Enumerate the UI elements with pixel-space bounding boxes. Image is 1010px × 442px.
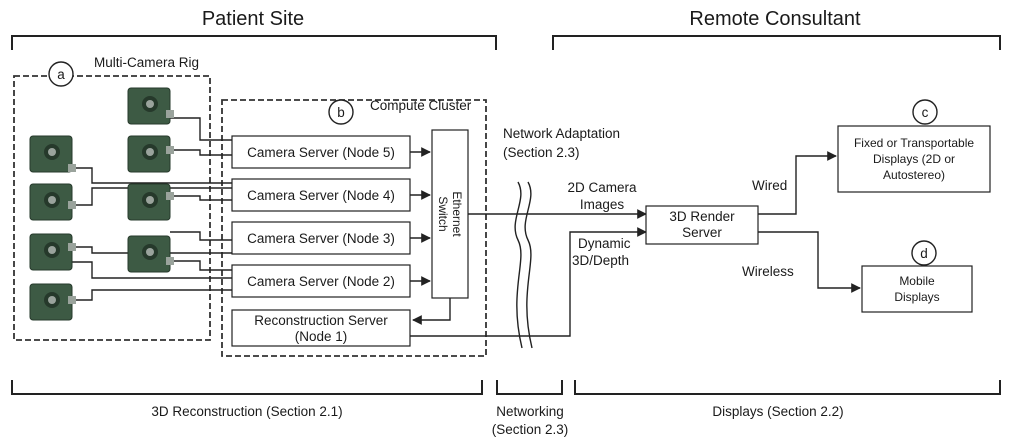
cluster-label: Compute Cluster (370, 98, 472, 113)
patient-site-header: Patient Site (202, 8, 304, 30)
camera-images-label-2: Images (580, 197, 625, 212)
fixed-displays-badge: c (922, 105, 929, 120)
reconstruction-server-label-2: (Node 1) (295, 329, 348, 344)
rig-label: Multi-Camera Rig (94, 55, 199, 70)
camera-server-node4 (231, 178, 411, 212)
camera-icon (29, 183, 76, 221)
camera-server-node2 (231, 264, 411, 298)
fixed-displays-label-3: Autostereo) (883, 168, 945, 182)
wireless-link (758, 231, 861, 293)
mobile-displays-badge: d (920, 246, 928, 261)
mobile-displays-label-1: Mobile (899, 274, 935, 288)
camera-server-node3 (231, 221, 411, 255)
fixed-displays (837, 125, 991, 193)
network-break-line (514, 181, 523, 349)
camera-icon (29, 135, 76, 173)
camera-icon (29, 283, 76, 321)
svg-text:Switch: Switch (436, 196, 450, 231)
camera-server-node4-label: Camera Server (Node 4) (247, 188, 395, 203)
multi-camera-rig-region (13, 75, 211, 341)
rig-badge-circle (48, 61, 74, 87)
network-break-line (524, 181, 533, 349)
camera-icon (29, 233, 76, 271)
reconstruction-server-label-1: Reconstruction Server (254, 313, 388, 328)
svg-text:Ethernet: Ethernet (450, 191, 464, 237)
camera-icon (127, 183, 174, 221)
wired-link (758, 151, 837, 215)
fixed-displays-badge-circle (912, 99, 938, 125)
wired-label: Wired (752, 178, 787, 193)
server-switch-arrows (410, 147, 451, 325)
cluster-badge: b (337, 105, 345, 120)
networking-bracket (496, 380, 563, 395)
ethernet-switch (431, 129, 469, 299)
render-server (645, 205, 759, 245)
render-server-label-2: Server (682, 225, 722, 240)
network-adaptation-section: (Section 2.3) (503, 145, 580, 160)
camera-server-node3-label: Camera Server (Node 3) (247, 231, 395, 246)
reconstruction-server (231, 309, 411, 347)
compute-cluster-region (221, 99, 487, 357)
networking-section-label-2: (Section 2.3) (492, 422, 569, 437)
camera-server-node5-label: Camera Server (Node 5) (247, 145, 395, 160)
mobile-displays-label-2: Displays (894, 290, 939, 304)
depth-label-2: 3D/Depth (572, 253, 629, 268)
camera-icon (127, 135, 174, 173)
networking-section-label-1: Networking (496, 404, 564, 419)
camera-images-label-1: 2D Camera (567, 180, 637, 195)
displays-section-label: Displays (Section 2.2) (712, 404, 843, 419)
fixed-displays-label-2: Displays (2D or (873, 152, 955, 166)
cameras (29, 87, 174, 321)
reconstruction-bracket (11, 380, 483, 395)
displays-bracket (574, 380, 1001, 395)
remote-consultant-bracket (552, 35, 1001, 50)
camera-server-node2-label: Camera Server (Node 2) (247, 274, 395, 289)
reconstruction-section-label: 3D Reconstruction (Section 2.1) (151, 404, 342, 419)
mobile-displays (861, 265, 973, 313)
rig-badge: a (57, 67, 65, 82)
camera-icon (127, 235, 174, 273)
depth-label-1: Dynamic (578, 236, 631, 251)
wireless-label: Wireless (742, 264, 794, 279)
mobile-displays-badge-circle (911, 240, 937, 266)
ethernet-switch-label: Ethernet Switch (436, 191, 464, 237)
cluster-badge-circle (328, 99, 354, 125)
remote-consultant-header: Remote Consultant (689, 8, 861, 30)
camera-icon (127, 87, 174, 125)
render-server-label-1: 3D Render (669, 209, 735, 224)
camera-server-node5 (231, 135, 411, 169)
camera-cables (72, 117, 232, 301)
network-adaptation-label: Network Adaptation (503, 126, 620, 141)
fixed-displays-label-1: Fixed or Transportable (854, 136, 974, 150)
depth-link (410, 227, 647, 337)
patient-site-bracket (11, 35, 497, 50)
